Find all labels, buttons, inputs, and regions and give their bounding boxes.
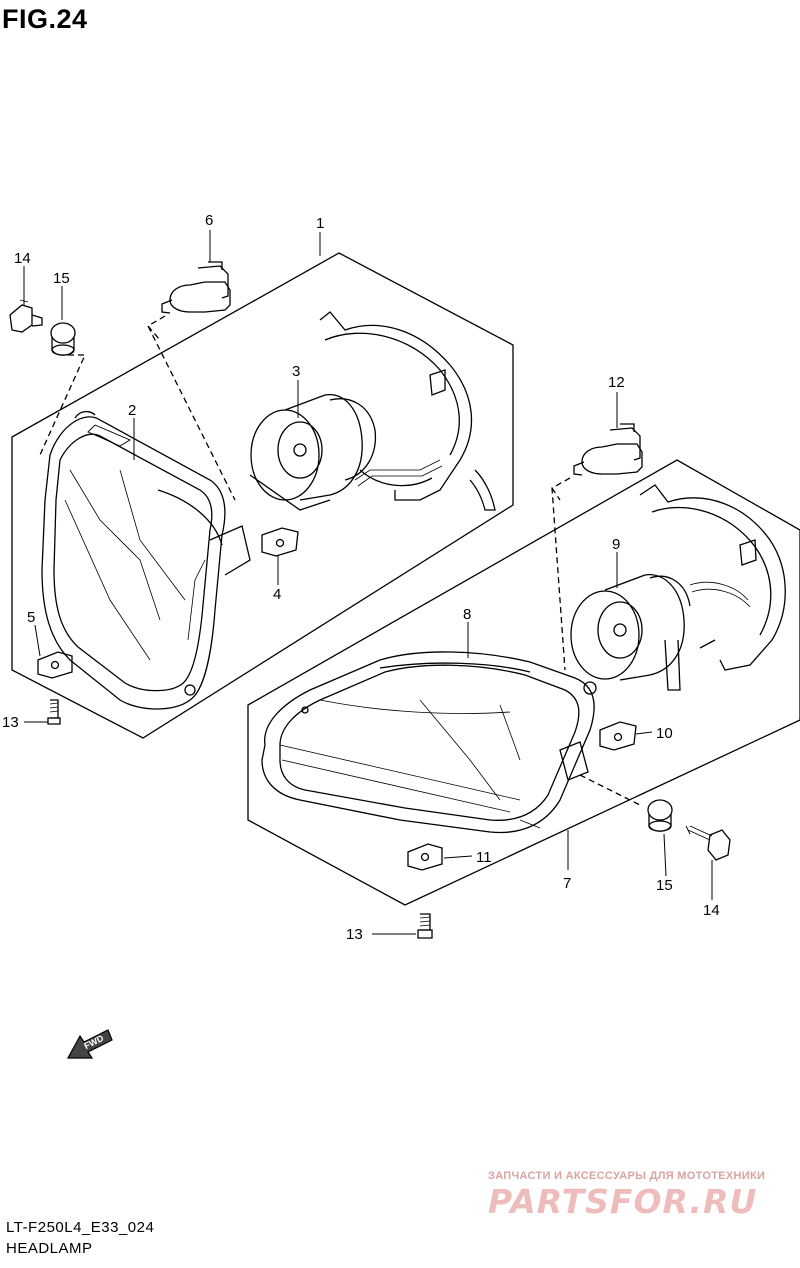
screw-13-upper bbox=[47, 699, 61, 725]
watermark-tagline: ЗАПЧАСТИ И АКСЕССУАРЫ ДЛЯ МОТОТЕХНИКИ bbox=[488, 1170, 766, 1182]
callout-8: 8 bbox=[463, 606, 471, 623]
callout-5: 5 bbox=[27, 609, 35, 626]
lamp-body-lower bbox=[639, 484, 786, 691]
screw-13-lower bbox=[417, 913, 433, 939]
callout-15-lower: 15 bbox=[656, 877, 673, 894]
callout-9: 9 bbox=[612, 536, 620, 553]
grommet-15-upper bbox=[50, 322, 76, 356]
headlamp-housing-upper bbox=[41, 410, 251, 710]
callout-3: 3 bbox=[292, 363, 300, 380]
callout-labels: 1 2 3 4 5 6 7 8 9 10 11 12 13 13 14 14 1… bbox=[2, 212, 720, 1051]
callout-2: 2 bbox=[128, 402, 136, 419]
callout-7: 7 bbox=[563, 875, 571, 892]
lamp-body-upper bbox=[319, 311, 496, 511]
headlamp-lens-lower bbox=[261, 651, 597, 834]
figure-title: FIG.24 bbox=[2, 4, 88, 34]
bulb-socket-lower bbox=[570, 574, 691, 681]
bolt-14-upper bbox=[9, 299, 43, 333]
callout-14-upper: 14 bbox=[14, 250, 31, 267]
callout-11: 11 bbox=[476, 849, 492, 866]
fwd-arrow bbox=[66, 1029, 113, 1059]
clip-nut-11 bbox=[407, 843, 443, 871]
callout-13-lower: 13 bbox=[346, 926, 363, 943]
section-name: HEADLAMP bbox=[6, 1240, 93, 1257]
grommet-15-lower bbox=[647, 799, 673, 832]
clip-nut-4 bbox=[261, 527, 299, 557]
assembly-frame-1 bbox=[11, 252, 514, 739]
callout-14-lower: 14 bbox=[703, 902, 720, 919]
bolt-14-lower bbox=[685, 825, 731, 861]
watermark-logo: PARTSFOR.RU bbox=[488, 1182, 758, 1221]
callout-4: 4 bbox=[273, 586, 281, 603]
callout-leaders bbox=[23, 230, 713, 935]
bulb-socket-upper bbox=[249, 394, 377, 511]
callout-13-upper: 13 bbox=[2, 714, 19, 731]
callout-6: 6 bbox=[205, 212, 213, 229]
callout-15-upper: 15 bbox=[53, 270, 70, 287]
assembly-frame-7 bbox=[247, 459, 800, 906]
bulb-upper bbox=[161, 261, 231, 314]
diagram-code: LT-F250L4_E33_024 bbox=[6, 1219, 155, 1236]
callout-12: 12 bbox=[608, 374, 625, 391]
clip-nut-10 bbox=[599, 721, 637, 751]
callout-10: 10 bbox=[656, 725, 673, 742]
bulb-lower bbox=[573, 423, 643, 476]
clip-nut-5 bbox=[37, 651, 73, 679]
callout-1: 1 bbox=[316, 215, 324, 232]
